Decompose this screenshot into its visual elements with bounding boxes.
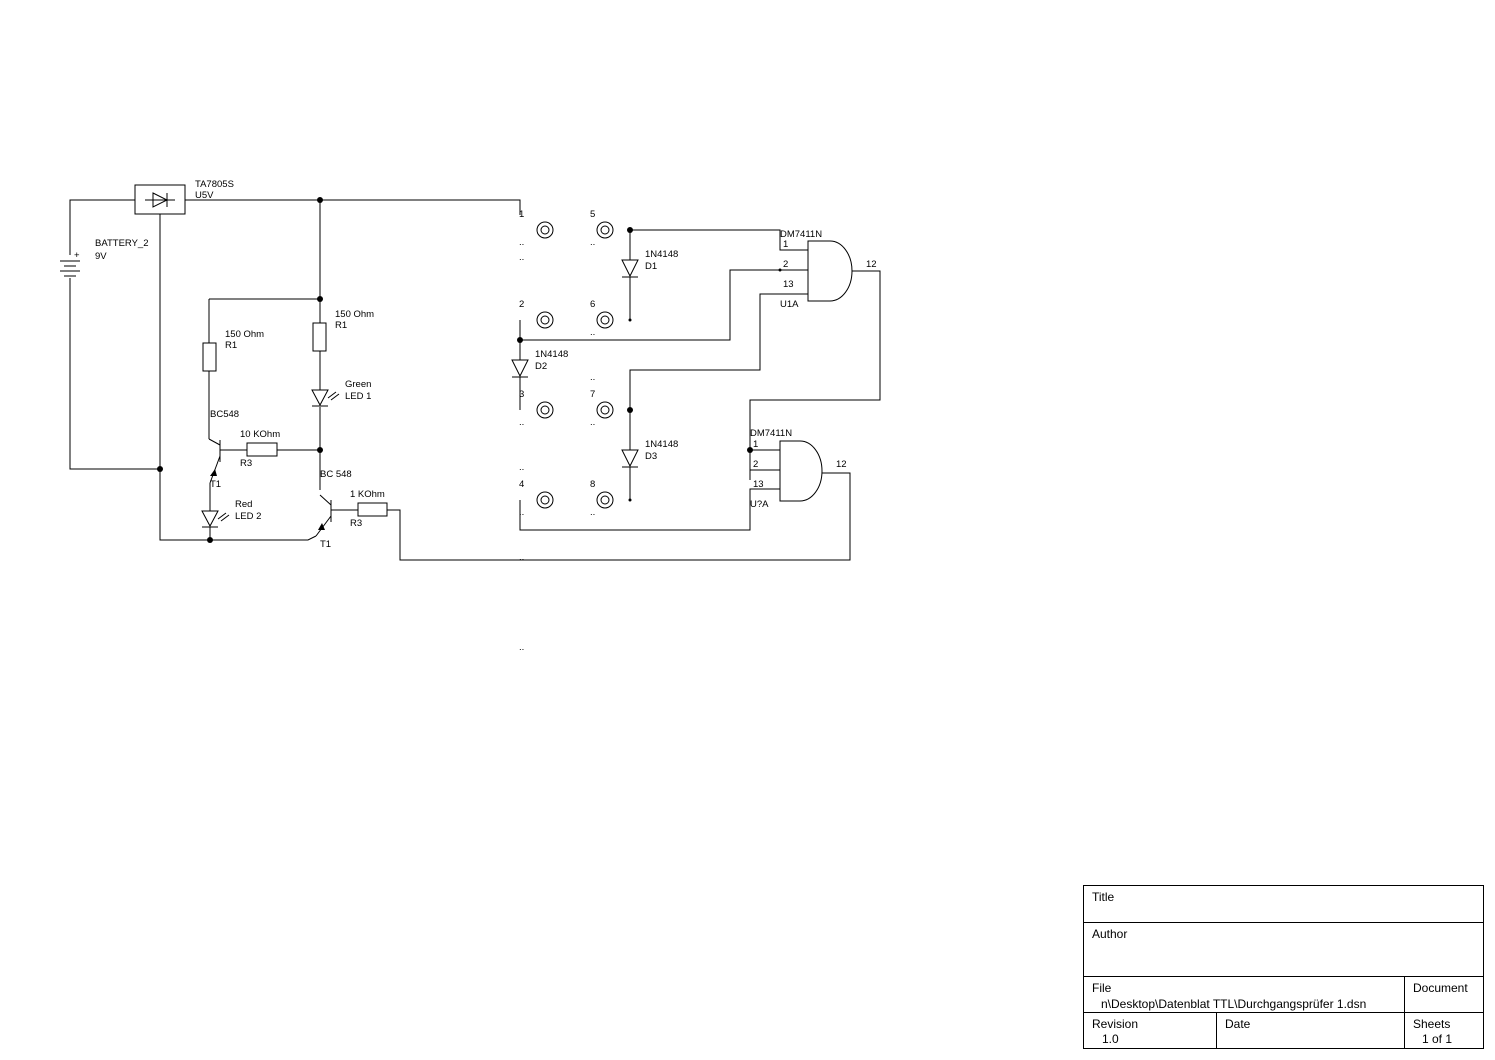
led-red-ref-label: LED 2 — [235, 511, 261, 522]
connector-5-label: 5 — [590, 209, 595, 220]
pin-dots: .. — [519, 552, 524, 563]
resistor-r3-1k-ref: R3 — [350, 518, 362, 529]
revision-cell: Revision 1.0 — [1084, 1013, 1217, 1048]
battery-value-label: 9V — [95, 251, 107, 262]
pin-dots: .. — [590, 417, 595, 428]
title-label: Title — [1092, 890, 1115, 904]
resistor-r1-right-ref: R1 — [335, 320, 347, 331]
diode-d1-ref-label: D1 — [645, 261, 657, 272]
connector-4-label: 4 — [519, 479, 524, 490]
gate-u2a-ref-label: U?A — [750, 499, 769, 510]
pin-dots: .. — [519, 237, 524, 248]
pin-dots: .. — [590, 327, 595, 338]
labels: TA7805S U5V + BATTERY_2 9V 150 Ohm R1 15… — [74, 179, 877, 653]
connector-6-label: 6 — [590, 299, 595, 310]
connector-1-label: 1 — [519, 209, 524, 220]
led-red-color-label: Red — [235, 499, 252, 510]
date-label: Date — [1225, 1017, 1251, 1031]
pin-dots: .. — [519, 462, 524, 473]
voltage-regulator-symbol — [134, 184, 186, 215]
resistor-r3-10k-ref: R3 — [240, 458, 252, 469]
pin-dots: .. — [590, 507, 595, 518]
diode-symbols — [511, 259, 639, 468]
battery-polarity-label: + — [74, 250, 80, 261]
gate-u1a-ref-label: U1A — [780, 299, 799, 310]
pin-dots: .. — [519, 507, 524, 518]
led-green-color-label: Green — [345, 379, 371, 390]
transistor-right-part-label: BC 548 — [320, 469, 352, 480]
title-row: Title — [1084, 886, 1483, 923]
pin-dots: .. — [519, 417, 524, 428]
connector-8-label: 8 — [590, 479, 595, 490]
file-label: File — [1092, 981, 1112, 995]
diode-d2-ref-label: D2 — [535, 361, 547, 372]
transistor-left-ref-label: T1 — [210, 479, 221, 490]
led-green-symbol — [311, 389, 340, 407]
revision-value: 1.0 — [1102, 1032, 1119, 1046]
pin-dots: .. — [590, 372, 595, 383]
file-row: File n\Desktop\Datenblat TTL\Durchgangsp… — [1084, 977, 1483, 1013]
sheets-label: Sheets — [1413, 1017, 1451, 1031]
author-label: Author — [1092, 927, 1128, 941]
gate-u2a-pin-12: 12 — [836, 459, 847, 470]
and-gate-u1a-symbol — [807, 240, 853, 302]
gate-u1a-pin-1: 1 — [783, 239, 788, 250]
diode-d1-part-label: 1N4148 — [645, 249, 678, 260]
pin-dots: .. — [519, 252, 524, 263]
resistor-r1-left-value: 150 Ohm — [225, 329, 264, 340]
connector-7-label: 7 — [590, 389, 595, 400]
resistor-r3-10k-value: 10 KOhm — [240, 429, 280, 440]
transistor-t1-left-symbol — [208, 438, 221, 484]
wires — [69, 199, 881, 561]
resistor-r1-left-ref: R1 — [225, 340, 237, 351]
battery-symbol — [60, 260, 80, 277]
file-cell: File n\Desktop\Datenblat TTL\Durchgangsp… — [1084, 977, 1405, 1012]
revision-label: Revision — [1092, 1017, 1139, 1031]
document-label: Document — [1413, 981, 1468, 995]
author-row: Author — [1084, 923, 1483, 977]
diode-d3-ref-label: D3 — [645, 451, 657, 462]
diode-d2-part-label: 1N4148 — [535, 349, 568, 360]
gate-u1a-pin-13: 13 — [783, 279, 794, 290]
gate-u1a-pin-12: 12 — [866, 259, 877, 270]
battery-ref-label: BATTERY_2 — [95, 238, 149, 249]
transistor-left-part-label: BC548 — [210, 409, 239, 420]
gate-u1a-pin-2: 2 — [783, 259, 788, 270]
sheets-value: 1 of 1 — [1422, 1032, 1453, 1046]
file-path-value: n\Desktop\Datenblat TTL\Durchgangsprüfer… — [1101, 997, 1367, 1011]
sheets-cell: Sheets 1 of 1 — [1405, 1013, 1483, 1048]
gate-u1a-part-label: DM7411N — [780, 229, 822, 240]
and-gate-u2a-symbol — [779, 440, 823, 502]
gate-u2a-pin-13: 13 — [753, 479, 764, 490]
resistor-symbols — [202, 322, 388, 517]
pin-dots: .. — [519, 642, 524, 653]
regulator-ref-label: U5V — [195, 190, 214, 201]
regulator-part-label: TA7805S — [195, 179, 234, 190]
junction-dots — [157, 197, 782, 543]
resistor-r1-right-value: 150 Ohm — [335, 309, 374, 320]
pin-dots: .. — [590, 237, 595, 248]
resistor-r3-1k-value: 1 KOhm — [350, 489, 385, 500]
transistor-t1-right-symbol — [315, 494, 332, 537]
led-red-symbol — [201, 510, 230, 528]
connector-3-label: 3 — [519, 389, 524, 400]
title-block: Title Author File n\Desktop\Datenblat TT… — [1083, 885, 1484, 1049]
transistor-right-ref-label: T1 — [320, 539, 331, 550]
led-green-ref-label: LED 1 — [345, 391, 371, 402]
document-cell: Document — [1405, 977, 1483, 1012]
diode-d3-part-label: 1N4148 — [645, 439, 678, 450]
gate-u2a-pin-1: 1 — [753, 439, 758, 450]
connector-symbols — [536, 221, 614, 509]
revision-row: Revision 1.0 Date Sheets 1 of 1 — [1084, 1013, 1483, 1048]
date-cell: Date — [1217, 1013, 1405, 1048]
connector-2-label: 2 — [519, 299, 524, 310]
gate-u2a-pin-2: 2 — [753, 459, 758, 470]
gate-u2a-part-label: DM7411N — [750, 428, 792, 439]
